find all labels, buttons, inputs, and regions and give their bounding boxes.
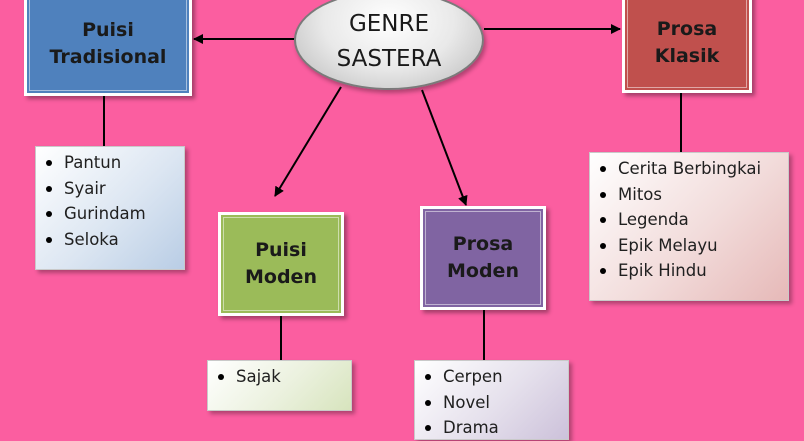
- list-item: Cerita Berbingkai: [596, 156, 782, 182]
- bullet-icon: [600, 268, 606, 274]
- arrow-to-prosa-moden: [421, 89, 468, 206]
- list-item: Pantun: [42, 150, 178, 176]
- bullet-icon: [600, 166, 606, 172]
- node-line2: Moden: [245, 266, 317, 288]
- node-line1: Puisi: [255, 239, 307, 261]
- list-item: Drama: [421, 415, 562, 441]
- list-item: Seloka: [42, 227, 178, 253]
- bullet-icon: [425, 399, 431, 406]
- list-item: Legenda: [596, 207, 782, 233]
- puisi-tradisional-list: Pantun Syair Gurindam Seloka: [35, 146, 185, 270]
- connector-layer: [103, 24, 682, 360]
- node-line2: Moden: [447, 260, 519, 282]
- node-line2: Klasik: [654, 44, 720, 67]
- puisi-tradisional-node: Puisi Tradisional: [24, 0, 192, 96]
- bullet-icon: [600, 242, 606, 249]
- bullet-icon: [425, 425, 431, 431]
- list-item: Cerpen: [421, 364, 562, 390]
- prosa-klasik-node: Prosa Klasik: [622, 0, 752, 93]
- list-item: Novel: [421, 390, 562, 416]
- bullet-icon: [46, 236, 52, 243]
- genre-sastera-root: GENRE SASTERA: [294, 0, 484, 90]
- prosa-moden-list: Cerpen Novel Drama: [414, 360, 569, 440]
- bullet-icon: [600, 191, 606, 198]
- node-line2: Tradisional: [49, 46, 167, 68]
- arrow-to-puisi-moden: [274, 86, 342, 197]
- prosa-klasik-list: Cerita Berbingkai Mitos Legenda Epik Mel…: [589, 152, 789, 301]
- list-item: Sajak: [214, 364, 345, 390]
- node-line1: Prosa: [452, 233, 514, 255]
- list-item: Epik Melayu: [596, 233, 782, 259]
- root-line2: SASTERA: [336, 46, 442, 72]
- bullet-icon: [425, 374, 431, 380]
- puisi-moden-node: Puisi Moden: [218, 212, 344, 316]
- bullet-icon: [600, 217, 606, 223]
- list-item: Epik Hindu: [596, 258, 782, 284]
- bullet-icon: [46, 211, 52, 217]
- list-item: Syair: [42, 176, 178, 202]
- node-line1: Puisi: [82, 19, 134, 41]
- prosa-moden-node: Prosa Moden: [420, 206, 546, 310]
- bullet-icon: [218, 374, 224, 380]
- list-item: Mitos: [596, 182, 782, 208]
- list-item: Gurindam: [42, 201, 178, 227]
- node-line1: Prosa: [656, 17, 718, 40]
- root-line1: GENRE: [348, 11, 430, 37]
- bullet-icon: [46, 185, 52, 192]
- puisi-moden-list: Sajak: [207, 360, 352, 411]
- bullet-icon: [46, 160, 52, 166]
